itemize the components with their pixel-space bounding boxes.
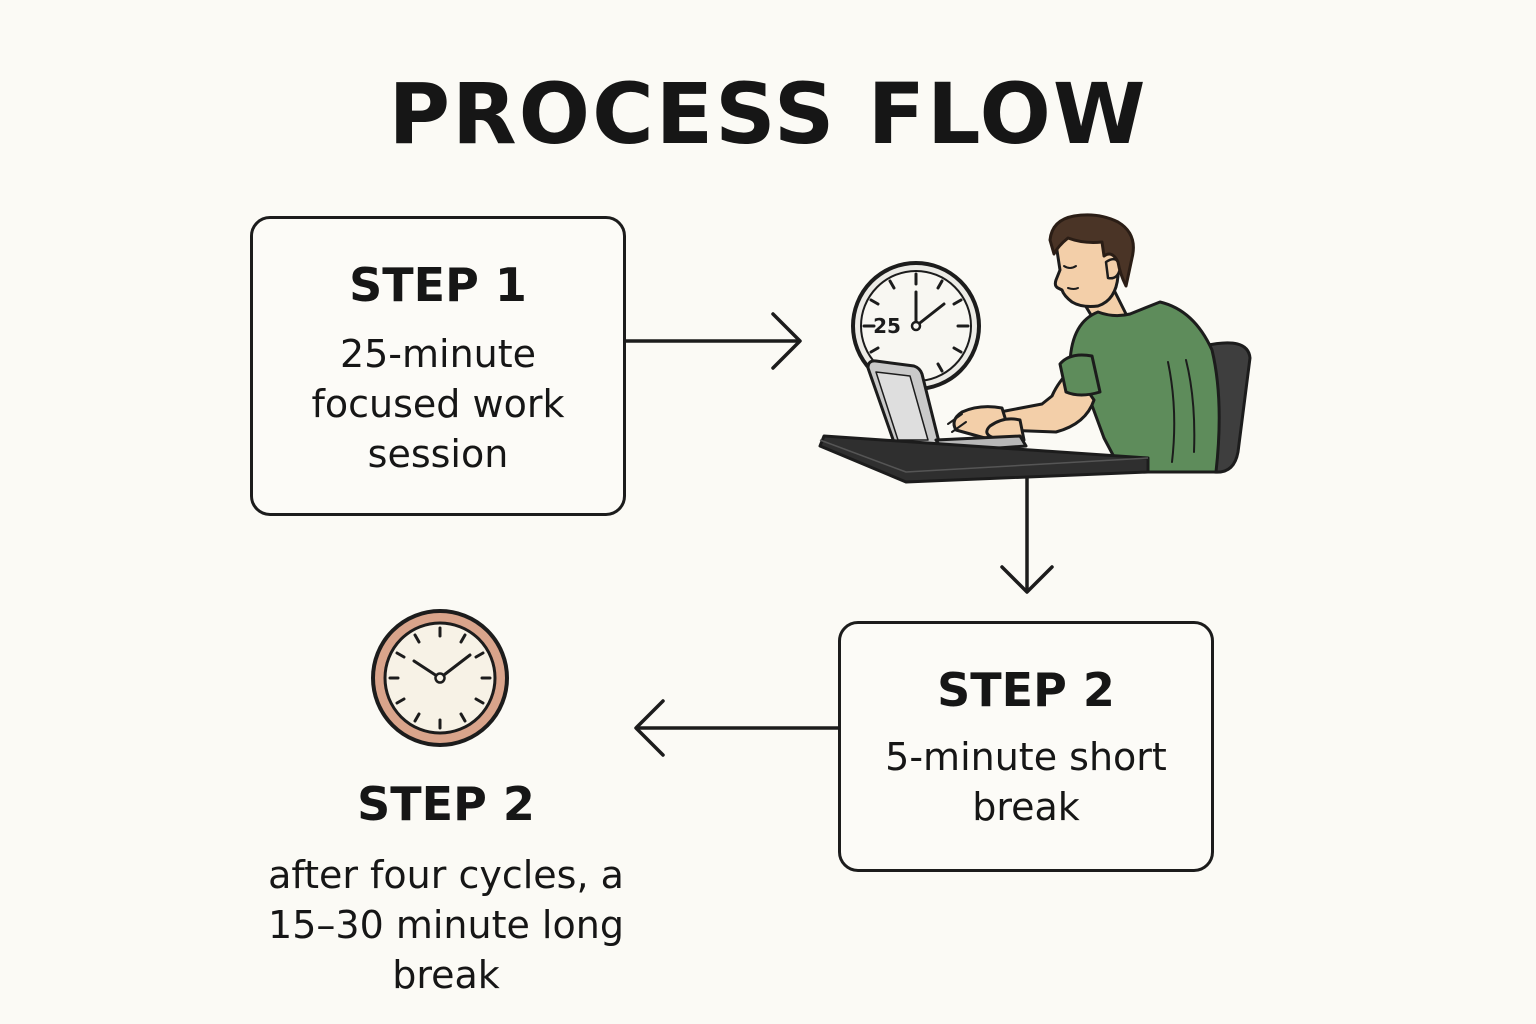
step-2-box: STEP 2 5-minute short break: [838, 621, 1214, 872]
step-2-description: 5-minute short break: [885, 735, 1167, 829]
arrow-left: [634, 699, 840, 757]
timer-label: 25: [873, 314, 901, 338]
step-3-description: after four cycles, a 15–30 minute long b…: [268, 853, 624, 997]
step-1-box: STEP 1 25-minute focused work session: [250, 216, 626, 516]
page-title: PROCESS FLOW: [388, 65, 1148, 163]
step-1-description: 25-minute focused work session: [311, 332, 565, 476]
step-1-title: STEP 1: [349, 258, 527, 312]
step-3-title: STEP 2: [357, 777, 535, 831]
clock-icon: 25: [851, 261, 981, 391]
desk-illustration: [818, 434, 1150, 484]
arrow-right: [624, 312, 802, 370]
step-2-title: STEP 2: [937, 663, 1115, 717]
person-at-laptop-illustration: [947, 213, 1221, 474]
wall-clock-icon: [371, 609, 509, 747]
arrow-down: [1000, 476, 1054, 594]
step-3-block: STEP 2 after four cycles, a 15–30 minute…: [240, 776, 652, 1000]
